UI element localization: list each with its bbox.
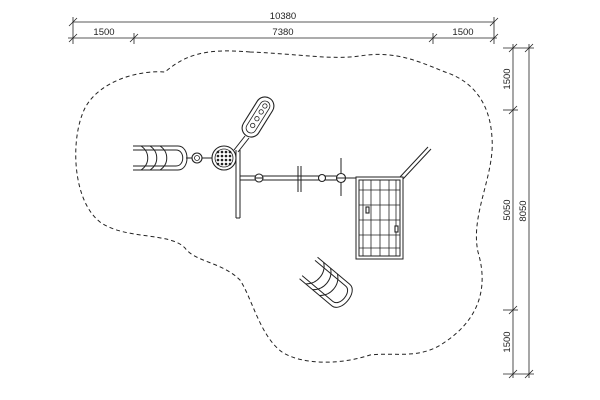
overall-height-label: 8050 — [518, 200, 529, 221]
bottom-slide — [299, 256, 353, 308]
left-joint-circle — [191, 152, 203, 164]
top-dimension-lines — [68, 17, 499, 44]
span-height-label: 5050 — [502, 199, 513, 220]
play-structure — [133, 96, 432, 308]
span-width-label: 7380 — [272, 27, 293, 38]
right-dimension-lines — [503, 43, 534, 379]
upper-panel — [241, 96, 275, 138]
left-slide — [133, 145, 188, 171]
bottom-margin-label: 1500 — [502, 331, 513, 352]
rail-joint-2 — [317, 173, 327, 183]
hub-platform — [211, 145, 237, 171]
left-margin-label: 1500 — [93, 27, 114, 38]
climbing-frame — [355, 176, 404, 260]
safety-zone-outline — [75, 50, 493, 363]
overall-width-label: 10380 — [270, 11, 296, 22]
right-margin-label: 1500 — [452, 27, 473, 38]
top-margin-label: 1500 — [502, 68, 513, 89]
